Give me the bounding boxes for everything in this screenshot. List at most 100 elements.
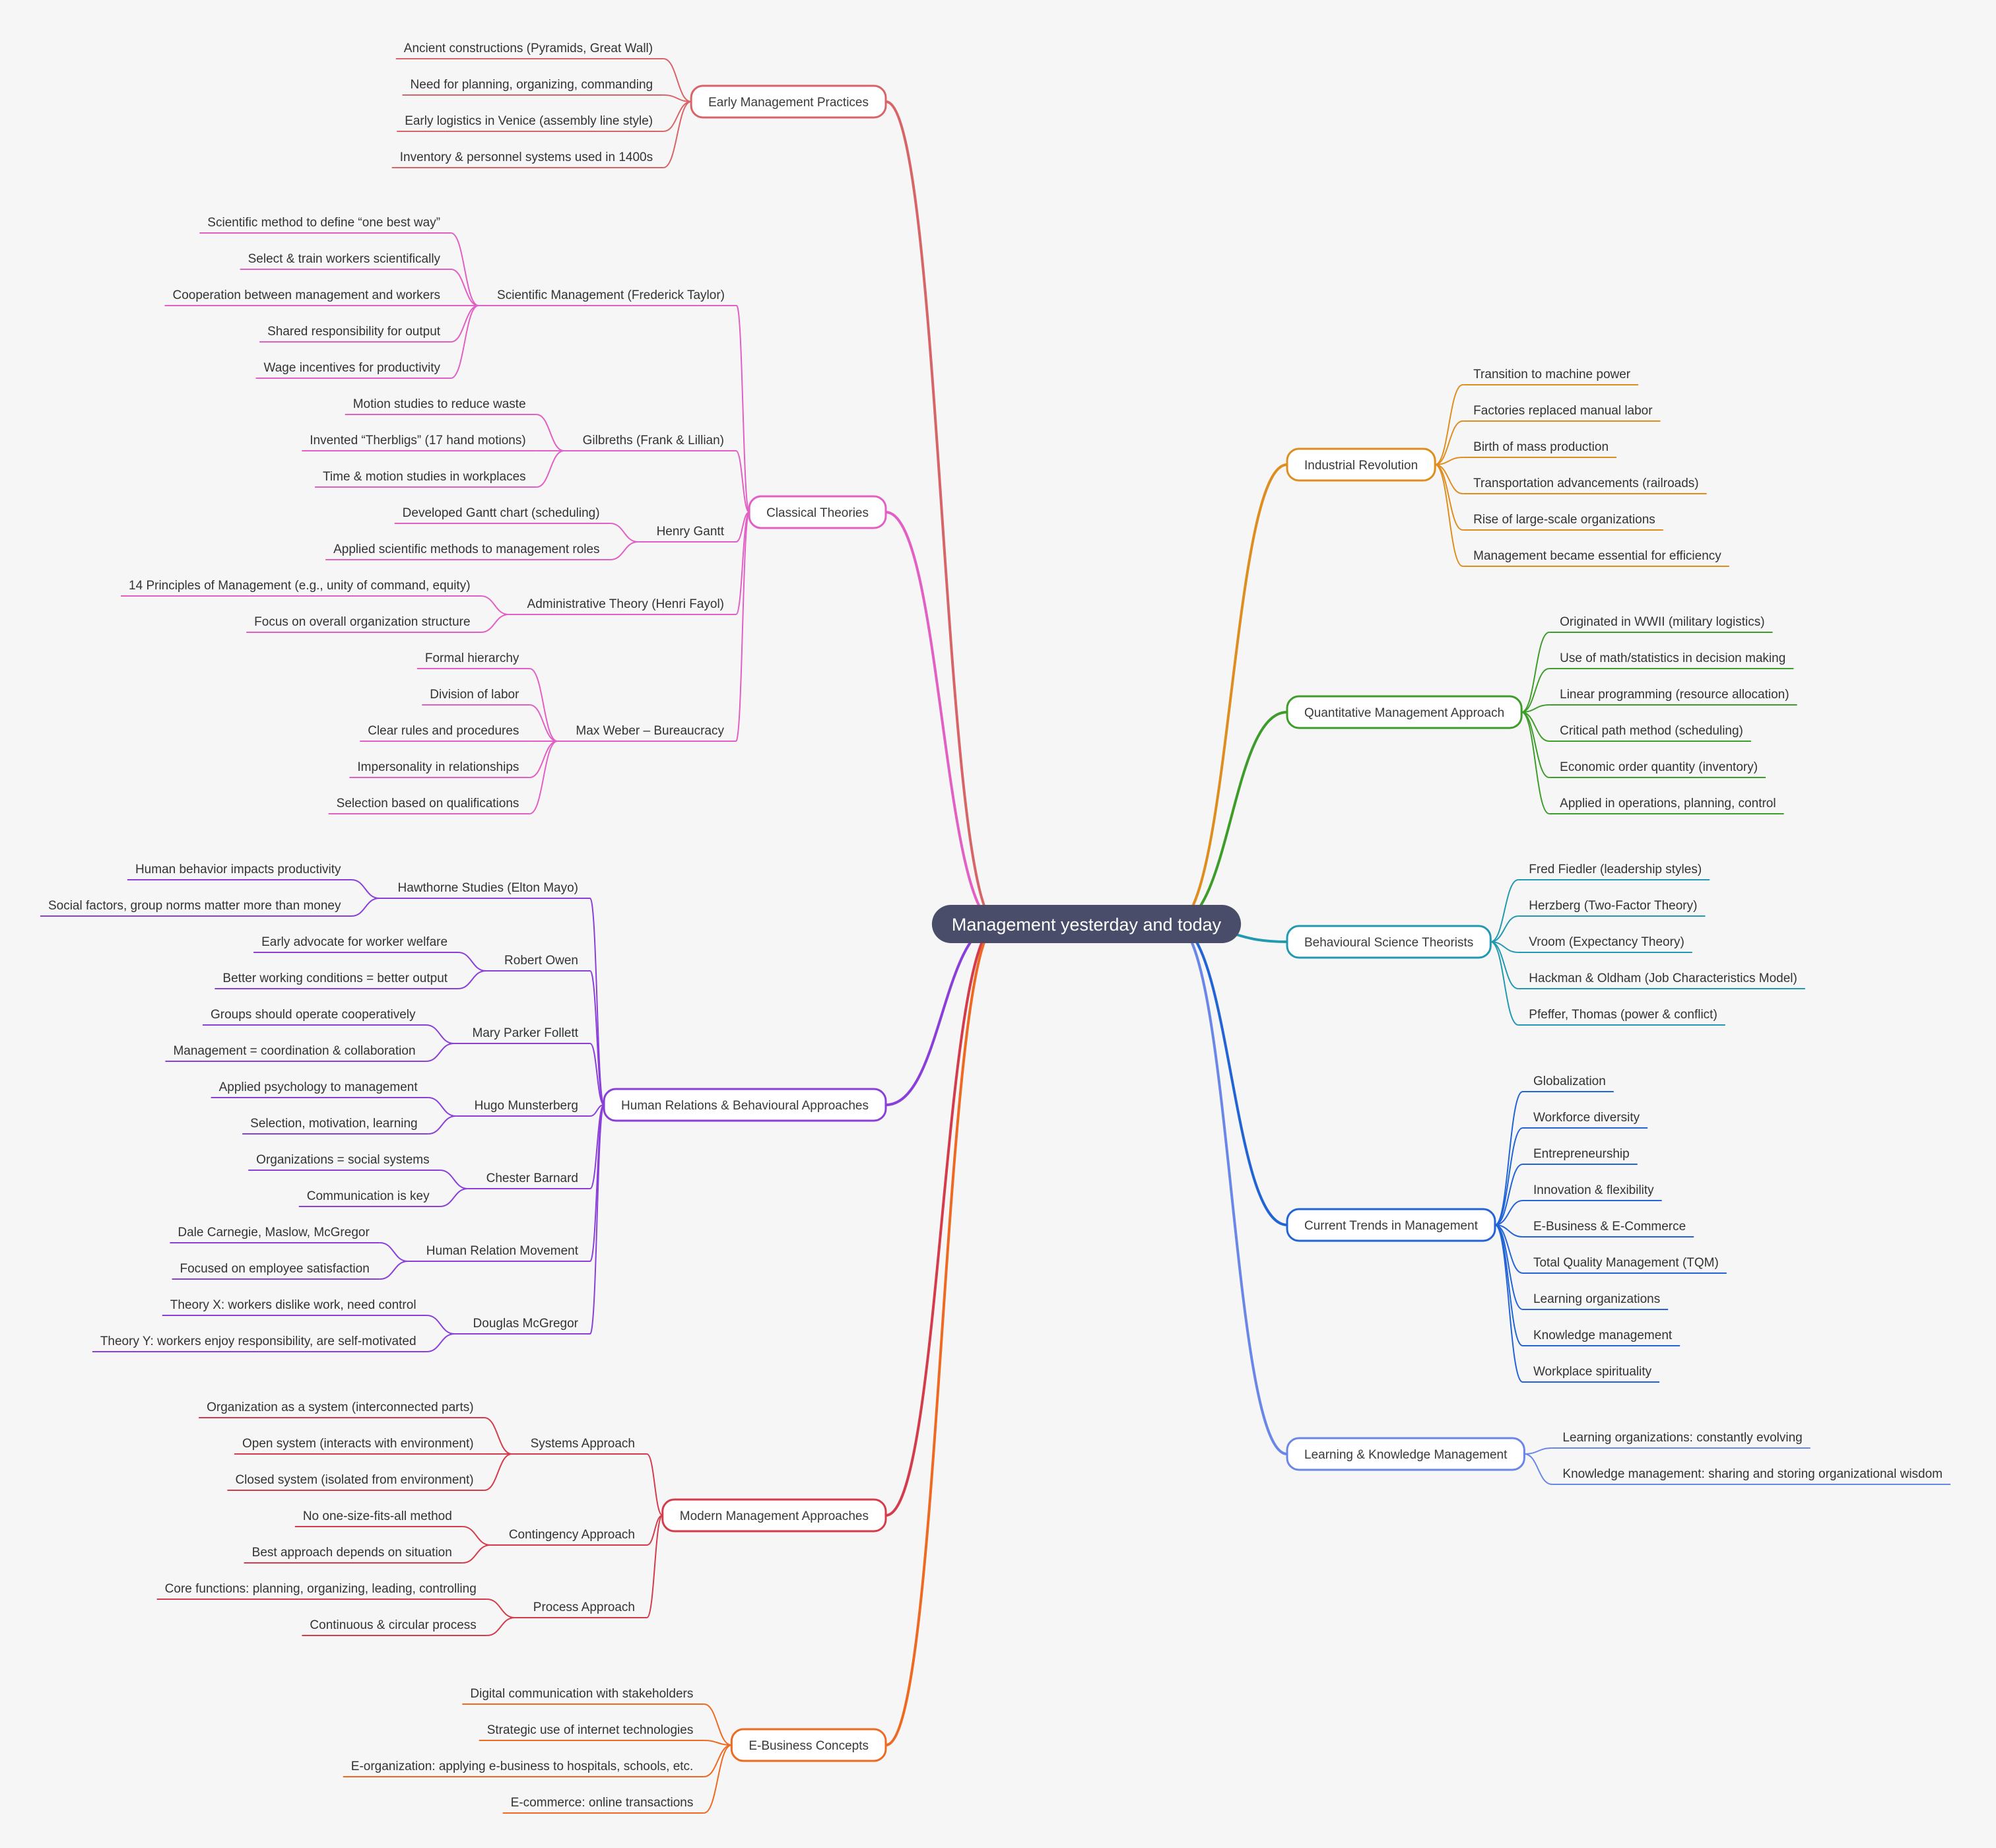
leaf-item: Knowledge management: sharing and storin… [1562,1467,1943,1481]
leaf-item: Selection based on qualifications [337,797,519,810]
leaf-item-connector [380,1261,408,1280]
leaf-item: Use of math/statistics in decision makin… [1560,651,1785,665]
sub-branch-label: Hugo Munsterberg [475,1099,578,1113]
leaf-item: Birth of mass production [1473,440,1609,454]
leaf-item-connector [426,1043,454,1062]
leaf-item: Developed Gantt chart (scheduling) [403,506,600,520]
leaf-item-connector [1490,941,1519,1026]
leaf-item-connector [704,1740,732,1746]
leaf-item: Invented “Therbligs” (17 hand motions) [310,434,525,447]
branch-7-connector [1175,711,1288,925]
leaf-item: E-Business & E-Commerce [1533,1220,1686,1234]
leaf-item: Best approach depends on situation [252,1546,452,1560]
branch-4[interactable]: Modern Management Approaches [661,1498,887,1533]
leaf-item-connector [486,1617,515,1636]
sub-branch-label: Human Relation Movement [426,1244,579,1258]
leaf-item-connector [428,1115,456,1135]
leaf-item: Entrepreneurship [1533,1147,1630,1161]
branch-node-box [690,84,887,119]
branch-3[interactable]: Human Relations & Behavioural Approaches [603,1088,887,1122]
branch-8[interactable]: Behavioural Science Theorists [1286,925,1492,959]
leaf-item-connector [426,1333,455,1352]
leaf-item: Rise of large-scale organizations [1473,513,1655,527]
leaf-item-connector [1435,457,1463,465]
leaf-item: Selection, motivation, learning [250,1117,417,1131]
sub-branch-label: Contingency Approach [509,1528,635,1542]
leaf-item: Workplace spirituality [1533,1365,1652,1379]
leaf-item-connector [536,414,564,451]
sub-branch-connector [735,450,750,513]
leaf-item-connector [704,1744,732,1814]
leaf-item: Theory Y: workers enjoy responsibility, … [100,1335,416,1348]
leaf-item-connector [457,952,486,972]
leaf-item: Groups should operate cooperatively [211,1008,416,1022]
leaf-item: E-organization: applying e-business to h… [351,1760,694,1773]
leaf-item: Management became essential for efficien… [1473,549,1721,563]
leaf-item-connector [663,94,692,102]
root-node-background [931,905,1242,943]
leaf-item-connector [450,269,479,306]
branch-2[interactable]: Classical Theories [748,495,887,529]
branch-node-box [1286,925,1492,959]
branch-node-label: Early Management Practices [708,96,869,110]
leaf-item: Focused on employee satisfaction [180,1262,370,1276]
branch-1[interactable]: Early Management Practices [690,84,887,119]
leaf-item: Transportation advancements (railroads) [1473,477,1698,490]
leaf-item: Shared responsibility for output [267,325,441,339]
branch-node-label: E-Business Concepts [748,1739,869,1753]
sub-branch-connector [646,1515,663,1546]
leaf-item: Open system (interacts with environment) [242,1437,474,1451]
leaf-item: Division of labor [430,688,519,702]
root-node[interactable]: Management yesterday and today [931,905,1242,943]
branch-node-label: Current Trends in Management [1304,1219,1479,1233]
sub-branch-label: Gilbreths (Frank & Lillian) [583,434,724,447]
leaf-item-connector [663,101,692,132]
leaf-item-connector [536,450,564,488]
sub-branch-label: Mary Parker Follett [473,1026,579,1040]
branch-node-box [1286,447,1436,482]
branch-9[interactable]: Current Trends in Management [1286,1208,1496,1242]
leaf-item-connector [1521,704,1550,713]
leaf-item: Strategic use of internet technologies [487,1723,694,1737]
branch-6[interactable]: Industrial Revolution [1286,447,1436,482]
leaf-item-connector [462,1544,490,1564]
leaf-item-connector [704,1703,732,1746]
sub-branch-connector [736,305,750,513]
leaf-item-connector [1521,711,1550,742]
leaf-item: Closed system (isolated from environment… [235,1473,473,1487]
sub-branch-connector [646,1453,663,1516]
leaf-item-connector [1490,915,1519,942]
branch-node-label: Classical Theories [766,506,869,520]
leaf-item: Ancient constructions (Pyramids, Great W… [404,42,653,55]
mindmap-edges [40,58,1951,1814]
leaf-item: Impersonality in relationships [357,760,519,774]
sub-branch-label: Henry Gantt [657,525,725,539]
leaf-item-connector [529,668,558,742]
branch-node-box [661,1498,887,1533]
branch-node-box [1286,695,1523,729]
branch-7[interactable]: Quantitative Management Approach [1286,695,1523,729]
leaf-item: Time & motion studies in workplaces [323,470,526,484]
sub-branch-connector [646,1515,663,1618]
leaf-item-connector [380,1242,408,1262]
leaf-item-connector [663,58,692,102]
leaf-item: Applied in operations, planning, control [1560,797,1776,810]
leaf-item: Early advocate for worker welfare [261,935,448,949]
leaf-item: Wage incentives for productivity [264,361,441,375]
sub-branch-label: Robert Owen [504,954,578,968]
branch-5[interactable]: E-Business Concepts [730,1728,887,1762]
leaf-item-connector [457,970,486,989]
branch-node-box [1286,1437,1525,1471]
leaf-item-connector [450,305,479,343]
leaf-item: Fred Fiedler (leadership styles) [1529,863,1702,876]
leaf-item: No one-size-fits-all method [303,1509,452,1523]
leaf-item-connector [529,741,558,778]
leaf-item: E-commerce: online transactions [511,1796,694,1810]
branch-4-connector [885,923,999,1517]
branch-10[interactable]: Learning & Knowledge Management [1286,1437,1525,1471]
sub-branch-connector [735,512,750,742]
leaf-item-connector [440,1170,468,1189]
leaf-item: Inventory & personnel systems used in 14… [400,150,653,164]
branch-node-label: Learning & Knowledge Management [1304,1448,1508,1462]
